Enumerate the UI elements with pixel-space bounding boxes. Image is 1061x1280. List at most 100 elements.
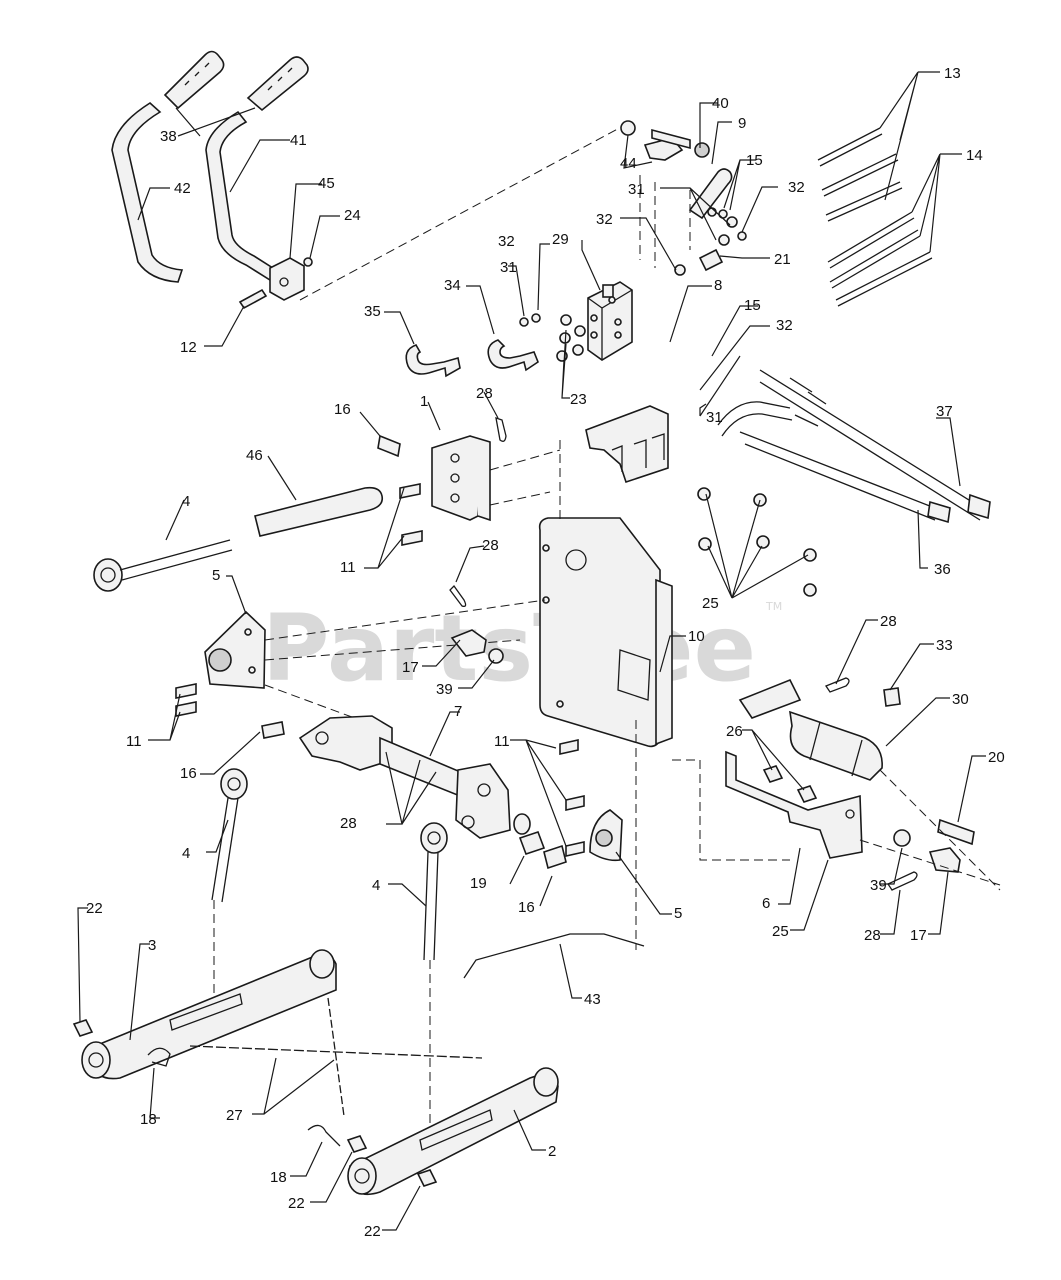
callout-22-low: 22 xyxy=(364,1223,381,1240)
hook-18-right xyxy=(307,1124,341,1147)
callout-32-right: 32 xyxy=(776,317,793,334)
callout-5-right: 5 xyxy=(674,905,682,922)
pin-17-left xyxy=(450,629,487,657)
watermark: PartsTree xyxy=(262,595,756,702)
valve-linkage xyxy=(620,120,747,276)
assembly-guide-lines xyxy=(213,440,790,1140)
callout-29: 29 xyxy=(552,231,569,248)
spacer-46 xyxy=(254,486,384,537)
cotter-pin-top xyxy=(495,417,507,442)
callout-31-left: 31 xyxy=(500,259,517,276)
handle-grip-left xyxy=(163,50,225,110)
bolt-11-low-b xyxy=(565,841,585,857)
callout-39-right: 39 xyxy=(870,877,887,894)
callout-30: 30 xyxy=(952,691,969,708)
callout-27: 27 xyxy=(226,1107,243,1124)
callout-18-right: 18 xyxy=(270,1169,287,1186)
callout-19: 19 xyxy=(470,875,487,892)
callout-4-top: 4 xyxy=(182,493,190,510)
nut-22-mid xyxy=(346,1135,368,1153)
callout-25-top: 25 xyxy=(702,595,719,612)
callout-32-top: 32 xyxy=(788,179,805,196)
pin-20 xyxy=(937,818,975,846)
callout-1: 1 xyxy=(420,393,428,410)
handle-bracket xyxy=(238,257,313,310)
mounting-bracket-6 xyxy=(725,750,863,859)
hydraulic-line-35 xyxy=(405,344,461,378)
callout-24: 24 xyxy=(344,207,361,224)
bracket-1 xyxy=(431,435,491,522)
lower-link-3 xyxy=(81,949,337,1080)
callout-8: 8 xyxy=(714,277,722,294)
hydraulic-hoses xyxy=(717,369,991,524)
callout-44: 44 xyxy=(620,155,637,172)
callout-35: 35 xyxy=(364,303,381,320)
callout-33: 33 xyxy=(936,637,953,654)
nut-26-a xyxy=(762,765,784,783)
callout-16-mid: 16 xyxy=(180,765,197,782)
callout-20: 20 xyxy=(988,749,1005,766)
callout-36: 36 xyxy=(934,561,951,578)
nut-26-b xyxy=(796,785,818,803)
callout-26: 26 xyxy=(726,723,743,740)
callout-45: 45 xyxy=(318,175,335,192)
callout-39-left: 39 xyxy=(436,681,453,698)
callout-21: 21 xyxy=(774,251,791,268)
handle-rod-42 xyxy=(111,102,184,283)
callout-2: 2 xyxy=(548,1143,556,1160)
callout-31-right: 31 xyxy=(706,409,723,426)
callout-22-left: 22 xyxy=(86,900,103,917)
callout-14: 14 xyxy=(966,147,983,164)
callout-34: 34 xyxy=(444,277,461,294)
callout-42: 42 xyxy=(174,180,191,197)
bolt-11-mid xyxy=(559,739,579,755)
callout-3: 3 xyxy=(148,937,156,954)
callout-40: 40 xyxy=(712,95,729,112)
callout-17-right: 17 xyxy=(910,927,927,944)
rod-43 xyxy=(463,933,645,979)
callout-28-mid: 28 xyxy=(482,537,499,554)
hydraulic-line-34 xyxy=(487,339,539,372)
lift-cylinder-30 xyxy=(738,678,883,781)
bolt-11-left-a xyxy=(175,683,197,699)
control-valve xyxy=(587,281,633,361)
callout-22-mid: 22 xyxy=(288,1195,305,1212)
cotter-pin-bottom xyxy=(887,871,918,891)
callout-28-right: 28 xyxy=(880,613,897,630)
callout-31-top: 31 xyxy=(628,181,645,198)
callout-4-left: 4 xyxy=(182,845,190,862)
bracket-1-alignment xyxy=(489,449,561,506)
callout-16-top: 16 xyxy=(334,401,351,418)
callout-23: 23 xyxy=(570,391,587,408)
handle-alignment-line xyxy=(299,124,626,301)
callout-32-mid: 32 xyxy=(596,211,613,228)
callout-46: 46 xyxy=(246,447,263,464)
handle-grip-right xyxy=(246,56,309,112)
callout-13: 13 xyxy=(944,65,961,82)
callout-37: 37 xyxy=(936,403,953,420)
tie-rods-13 xyxy=(817,127,903,222)
bracket-5-right xyxy=(589,809,623,862)
tie-rods-14 xyxy=(827,211,933,307)
callout-28-bottom: 28 xyxy=(864,927,881,944)
callout-38: 38 xyxy=(160,128,177,145)
main-mounting-plate xyxy=(538,517,661,748)
callout-28-top: 28 xyxy=(476,385,493,402)
rod-end-4-upper xyxy=(93,539,233,592)
valve-mount-bracket xyxy=(585,405,669,484)
callout-5-left: 5 xyxy=(212,567,220,584)
rockshaft-7 xyxy=(298,715,531,839)
fitting-33 xyxy=(883,687,901,707)
washer-39-right xyxy=(893,829,911,847)
callout-4-right: 4 xyxy=(372,877,380,894)
callout-15-right: 15 xyxy=(744,297,761,314)
nut-22-left xyxy=(72,1019,94,1037)
nuts-25 xyxy=(697,487,817,597)
cotter-pin-mid xyxy=(449,584,467,608)
nut-22-low xyxy=(416,1169,438,1187)
watermark-tm: TM xyxy=(765,600,782,613)
callout-labels: 38 41 42 45 24 12 13 14 40 9 44 15 32 31… xyxy=(86,65,1005,1240)
bolt-11-top-a xyxy=(399,483,421,499)
rod-end-4-right xyxy=(420,822,448,961)
callout-6: 6 xyxy=(762,895,770,912)
